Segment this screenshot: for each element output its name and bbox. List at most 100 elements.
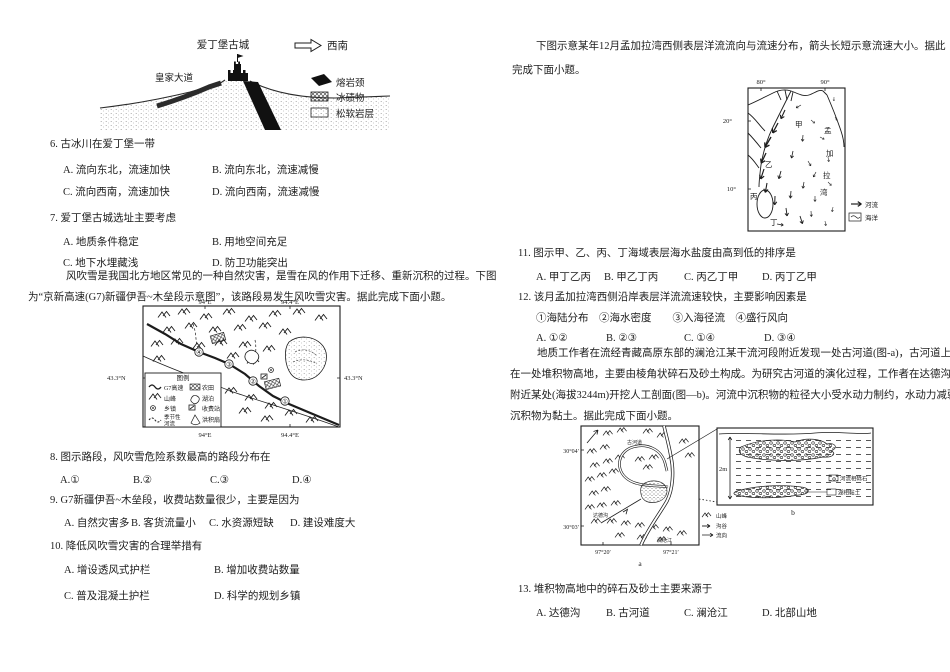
point-bing: 丙	[750, 192, 758, 201]
paleochannel-figure: 30°04′ 30°03′ 97°20′ 97°21′ a	[563, 425, 874, 568]
label-lancang: 澜沧江	[657, 537, 672, 544]
section-b-label: b	[791, 508, 795, 517]
point-jia: 甲	[795, 120, 803, 129]
q12-option-a: A. ①②	[536, 333, 568, 344]
q10-stem: 10. 降低风吹雪灾害的合理举措有	[50, 541, 203, 552]
q10-option-d: D. 科学的规划乡镇	[214, 591, 301, 602]
road-segment-markers: ④ ③ ② ①	[194, 347, 290, 406]
bb-legend-sea: 海洋	[865, 213, 879, 222]
q13-option-d: D. 北部山地	[762, 608, 817, 619]
lake-shape	[244, 349, 260, 365]
q8-option-a: A.①	[60, 475, 80, 486]
para-river-line1: 地质工作者在流经青藏高原东部的澜沧江某干流河段附近发现一处古河道(图-a)，古河…	[537, 348, 950, 359]
q7-option-a: A. 地质条件稳定	[63, 237, 139, 248]
segment-3-label: ③	[226, 360, 232, 368]
lava-neck-shape	[243, 81, 281, 130]
lower-gravel-lens	[733, 485, 809, 499]
highway-legend-icon	[148, 384, 162, 390]
a-legend-gully-icon	[701, 523, 711, 529]
fan-legend-icon	[190, 414, 201, 426]
a-legend-gully: 沟谷	[716, 522, 728, 530]
para-bengal-line2: 完成下面小题。	[512, 65, 586, 76]
fig1-legend: 熔岩颈 冰碛物 松软岩层	[310, 74, 374, 120]
q12-option-d: D. ③④	[764, 333, 796, 344]
q8-option-d: D.④	[292, 475, 312, 486]
a-lon-right: 97°21′	[663, 549, 679, 556]
para-river-line4: 沉积物为黏土。据此完成下面小题。	[510, 411, 678, 422]
soft-rock-legend-icon	[310, 107, 329, 118]
a-lon-left: 97°20′	[595, 549, 611, 556]
g7-legend-lake: 湖泊	[202, 395, 214, 403]
callout-line	[666, 428, 718, 460]
bb-legend: 河流 海洋	[848, 200, 879, 222]
soft-rock-ground	[100, 80, 390, 130]
point-ding: 丁	[770, 218, 778, 227]
a-legend-flow: 流向	[716, 532, 727, 540]
section-b: 2m 河流相砾石 湖相黏土	[716, 427, 874, 506]
lava-neck-legend-icon	[311, 74, 332, 86]
g7-legend-fan: 洪积扇	[202, 416, 220, 424]
label-dade-gully: 达德沟	[593, 512, 608, 519]
q6-stem: 6. 古冰川在爱丁堡一带	[50, 139, 155, 150]
para-bengal-line1: 下图示意某年12月孟加拉湾西侧表层洋流流向与流速分布，箭头长短示意流速大小。据此	[536, 41, 946, 52]
bb-lat-10: 10°	[727, 186, 737, 193]
g7-lat-right: 43.3°N	[344, 375, 363, 382]
fig1-road-label: 皇家大道	[155, 72, 194, 84]
q6-option-a: A. 流向东北，流速加快	[63, 165, 171, 176]
g7-lat-left: 43.3°N	[107, 375, 126, 382]
river-legend-icon	[850, 201, 862, 207]
bb-lon-90: 90°	[820, 79, 830, 86]
moraine-legend-icon	[310, 91, 329, 102]
q8-stem: 8. 图示路段，风吹雪危险系数最高的路段分布在	[50, 452, 271, 463]
callout-dotted-line	[698, 498, 718, 503]
bay-char-1: 孟	[824, 125, 832, 135]
q9-option-b: B. 客货流量小	[131, 518, 196, 529]
q8-option-c: C.③	[210, 475, 230, 486]
upper-gravel-lens	[738, 438, 836, 461]
q6-option-b: B. 流向东北，流速减慢	[212, 165, 319, 176]
castle-icon	[228, 54, 248, 81]
river-line	[142, 355, 340, 428]
g7-legend-title: 图例	[177, 373, 190, 382]
farmland-patch	[263, 377, 282, 390]
bay-char-4: 湾	[820, 187, 828, 197]
q9-stem: 9. G7新疆伊吾~木垒段，收费站数量很少，主要是因为	[50, 495, 300, 506]
q10-option-a: A. 增设透风式护栏	[64, 565, 151, 576]
toll-legend-icon	[188, 404, 196, 411]
a-lat-bottom: 30°03′	[563, 524, 579, 531]
direction-arrow-icon	[294, 38, 322, 53]
g7-lon-top-right: 94.4°E	[281, 299, 299, 306]
bay-char-3: 拉	[823, 170, 831, 180]
q13-option-a: A. 达德沟	[536, 608, 581, 619]
para-river-line2: 在一处堆积物高地，主要由棱角状碎石及砂土构成。为研究古河道的演化过程，工作者在达…	[510, 369, 950, 380]
b-legend-gravel: 河流相砾石	[840, 475, 868, 483]
fig1-legend-lava: 熔岩颈	[336, 77, 365, 89]
label-old-channel: 古河道	[627, 439, 642, 446]
g7-map-legend: 图例 G7高速 农田 山峰 湖泊 乡镇 收费站 季节性 河流 洪积扇	[144, 372, 222, 428]
q7-option-b: B. 用地空间充足	[212, 237, 288, 248]
q10-option-b: B. 增加收费站数量	[214, 565, 300, 576]
g7-lon-bottom-left: 94°E	[198, 432, 211, 439]
g7-legend-highway: G7高速	[164, 384, 183, 392]
segment-1-label: ①	[282, 397, 288, 405]
q11-stem: 11. 图示甲、乙、丙、丁海域表层海水盐度由高到低的排序是	[518, 248, 796, 259]
q9-option-d: D. 建设难度大	[290, 518, 356, 529]
q10-option-c: C. 普及混凝土护栏	[64, 591, 150, 602]
g7-legend-seasonal1: 季节性	[164, 413, 181, 421]
farmland-legend-icon	[189, 383, 201, 391]
q11-option-b: B. 甲乙丁丙	[604, 272, 659, 283]
q7-option-d: D. 防卫功能突出	[212, 258, 288, 269]
q7-stem: 7. 爱丁堡古城选址主要考虑	[50, 213, 176, 224]
q6-option-c: C. 流向西南，流速加快	[63, 187, 170, 198]
q11-option-c: C. 丙乙丁甲	[684, 272, 739, 283]
seasonal-river-legend-icon	[148, 417, 162, 423]
g7-lon-top-left: 94°E	[198, 299, 211, 306]
fig1-direction-label: 西南	[327, 39, 348, 52]
b-legend-clay: 湖相黏土	[838, 489, 861, 497]
q12-option-b: B. ②③	[606, 333, 638, 344]
lake-legend-icon	[190, 395, 200, 405]
q12-option-c: C. ①④	[684, 333, 716, 344]
q9-option-c: C. 水资源短缺	[209, 518, 274, 529]
farmland-patch	[209, 331, 227, 345]
